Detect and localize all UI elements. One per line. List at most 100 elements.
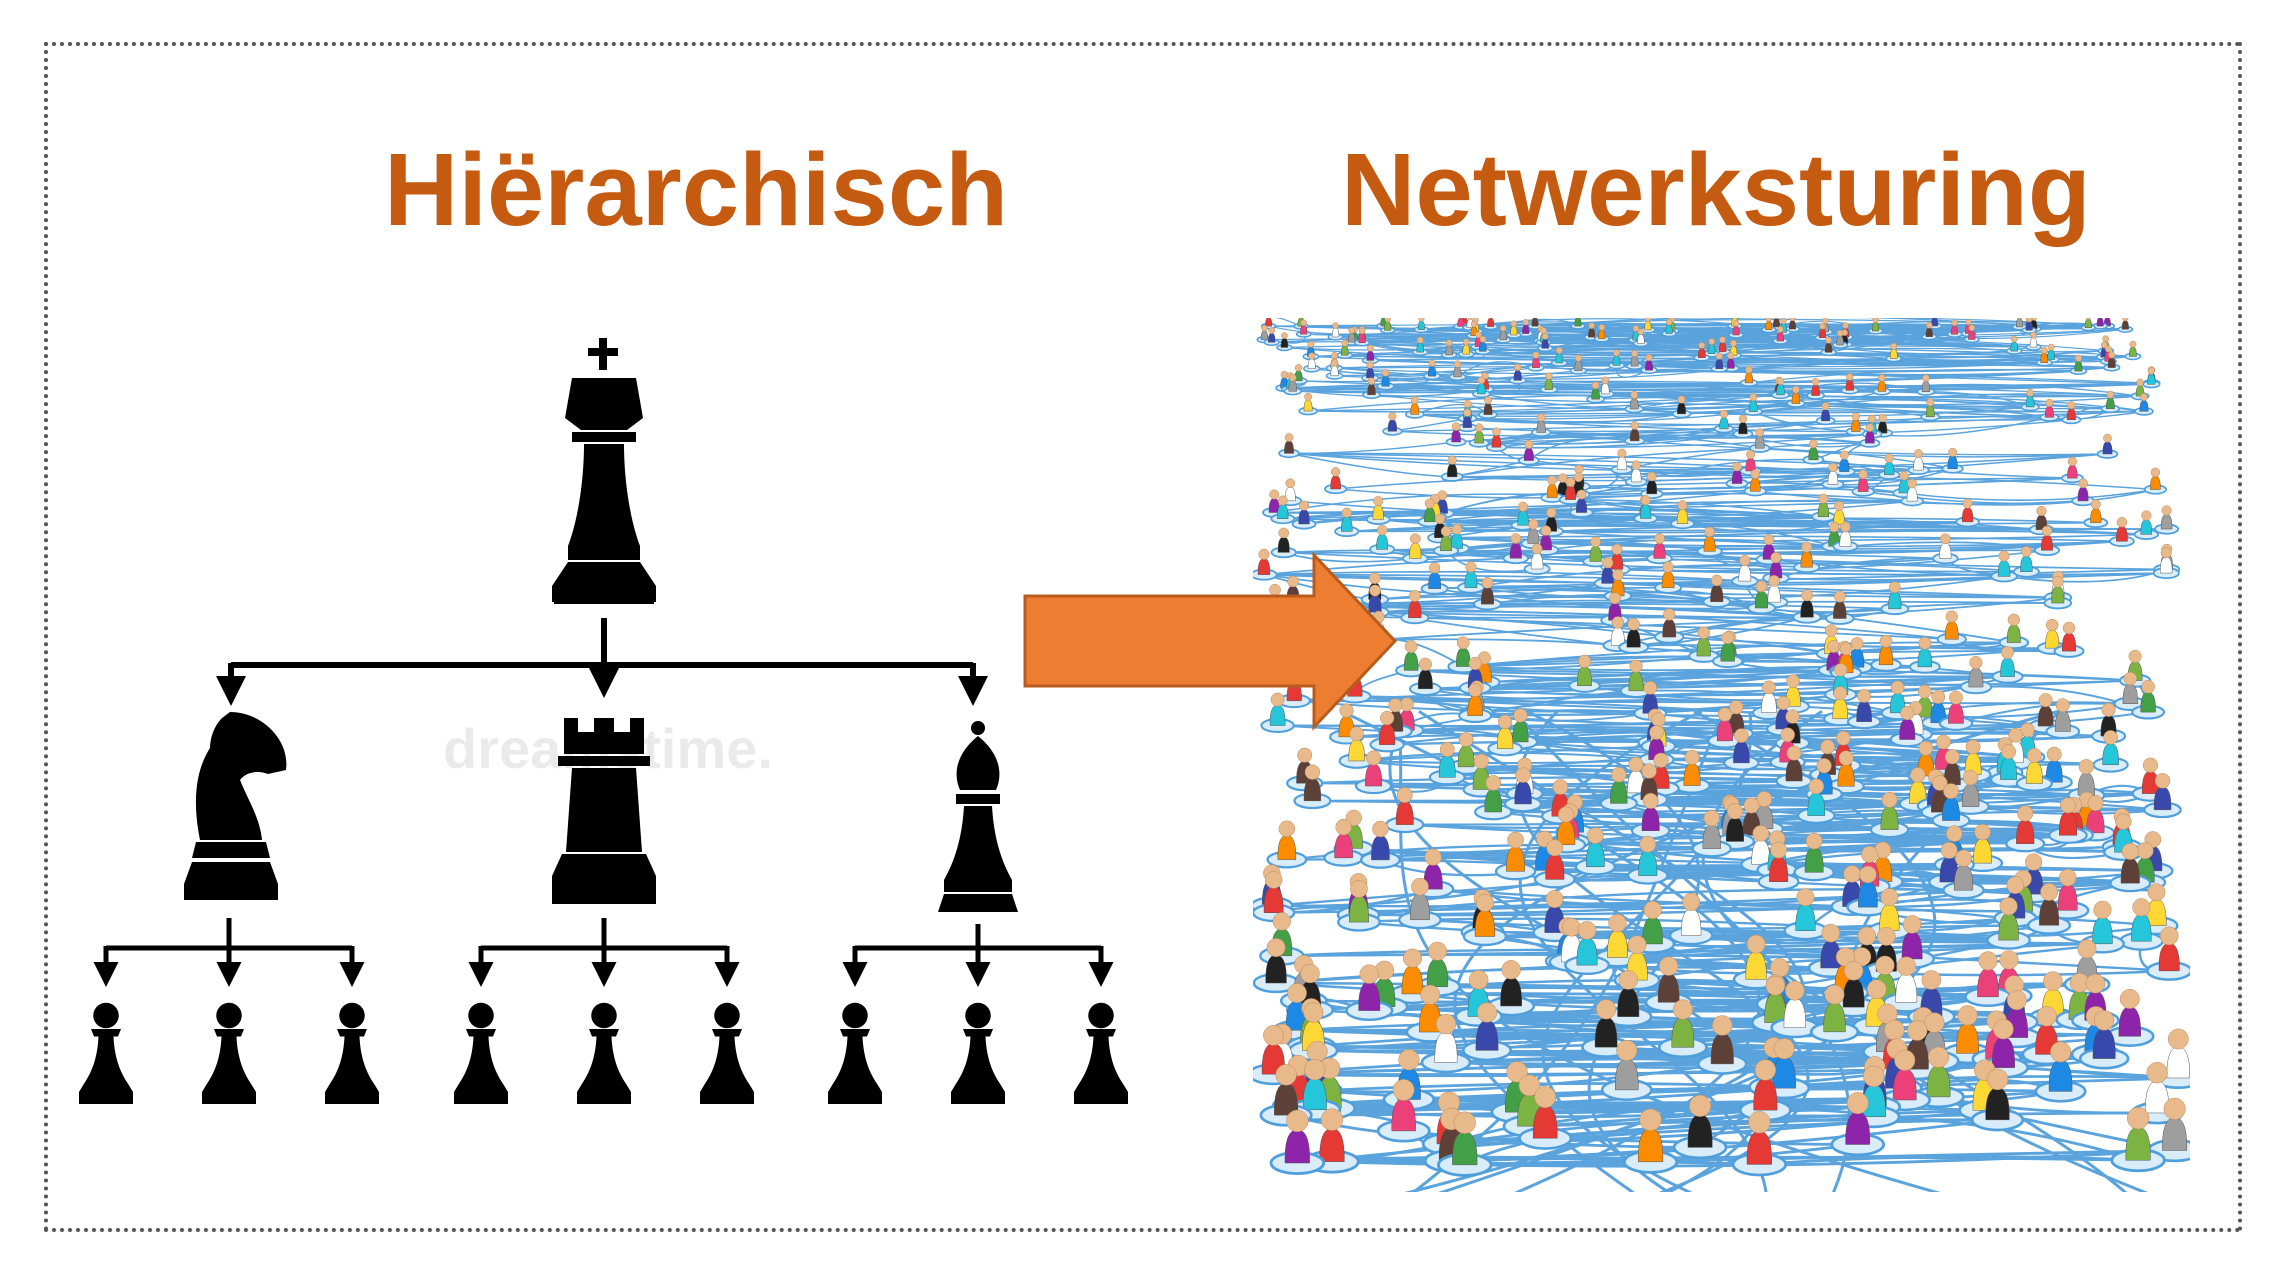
chess-hierarchy-diagram: dreamstime. <box>79 338 1128 1104</box>
network-person <box>1337 880 1381 932</box>
network-person <box>2105 988 2155 1047</box>
network-person <box>1644 956 1693 1013</box>
network-person <box>1604 970 1653 1028</box>
network-person <box>1920 398 1941 422</box>
network-person <box>2078 1010 2130 1070</box>
network-person <box>1276 332 1293 352</box>
network-person <box>1761 318 1777 334</box>
network-person <box>2035 346 2053 367</box>
network-person <box>1283 373 1302 396</box>
network-person <box>1564 921 1610 976</box>
network-person <box>2109 517 2135 547</box>
network-person <box>1440 339 1458 359</box>
network-person <box>1359 820 1401 869</box>
network-person <box>2021 318 2037 334</box>
network-person <box>1517 440 1540 466</box>
network-person <box>1269 1109 1326 1175</box>
network-person <box>1851 469 1875 497</box>
network-person <box>2020 388 2040 412</box>
network-person <box>1840 373 1860 395</box>
network-person <box>1916 374 1936 396</box>
network-person <box>1478 396 1498 420</box>
network-person <box>1338 726 1375 769</box>
network-person <box>1691 810 1732 858</box>
network-person <box>1409 657 1442 696</box>
network-person <box>2027 883 2072 935</box>
network-person <box>1711 631 1744 669</box>
network-person <box>1938 690 1974 731</box>
network-person <box>1830 1092 1885 1157</box>
network-person <box>1303 352 1321 373</box>
network-person <box>1626 349 1644 370</box>
network-person <box>1832 521 1859 553</box>
network-person <box>1428 742 1466 786</box>
network-person <box>1270 527 1297 559</box>
network-person <box>1743 469 1767 497</box>
network-person <box>1518 1086 1573 1150</box>
right-arrow-icon <box>1023 552 1398 731</box>
network-person <box>1990 550 2018 583</box>
network-person <box>1594 913 1641 968</box>
network-person <box>1266 820 1308 869</box>
people-network-image <box>1253 318 2190 1192</box>
network-person <box>1792 589 1822 624</box>
network-person <box>1495 325 1512 344</box>
network-person <box>1334 507 1360 537</box>
network-person <box>1786 385 1806 408</box>
network-person <box>1815 402 1836 426</box>
network-person <box>1376 1079 1431 1143</box>
network-person <box>1581 999 1632 1058</box>
network-person <box>1696 1015 1748 1075</box>
network-person <box>2117 318 2134 333</box>
network-person <box>1990 744 2028 788</box>
network-person <box>1624 460 1648 488</box>
pawn-piece <box>79 1002 133 1104</box>
network-person <box>1400 589 1430 625</box>
network-person <box>2083 499 2109 529</box>
network-person <box>1802 439 1825 465</box>
network-person <box>1640 318 1656 334</box>
network-person <box>2142 367 2161 389</box>
network-person <box>2025 331 2042 351</box>
network-person <box>1523 543 1551 575</box>
network-person <box>1661 318 1677 338</box>
network-person <box>1369 524 1396 556</box>
network-person <box>1707 707 1743 749</box>
network-person <box>1433 526 1460 557</box>
network-person <box>1293 764 1332 810</box>
dotted-slide-border <box>44 42 2242 1232</box>
network-person <box>1253 871 1296 923</box>
network-person <box>1278 433 1300 459</box>
network-person <box>1932 533 1959 565</box>
network-person <box>1892 470 1916 499</box>
watermark-text: dreamstime. <box>443 717 773 780</box>
network-person <box>1889 706 1925 748</box>
pawn-piece <box>828 1002 882 1104</box>
network-person <box>1671 395 1692 419</box>
network-person <box>2061 401 2082 425</box>
network-person <box>2152 1028 2190 1090</box>
network-person <box>1909 636 1941 674</box>
network-person <box>1749 428 1771 453</box>
pawn-piece <box>454 1002 508 1104</box>
network-person <box>1731 554 1759 588</box>
network-person <box>1568 654 1601 693</box>
network-person <box>2043 575 2073 610</box>
network-person <box>1607 349 1626 370</box>
network-person <box>1825 590 1855 625</box>
network-person <box>1527 351 1545 372</box>
network-person <box>1502 533 1530 565</box>
pawn-piece <box>700 1002 754 1104</box>
network-person <box>1461 1002 1513 1062</box>
network-person <box>1462 893 1508 947</box>
network-person <box>2133 510 2159 540</box>
network-person <box>1385 787 1425 834</box>
network-person <box>2080 900 2125 954</box>
network-person <box>1622 1108 1679 1174</box>
network-person <box>1260 318 1277 330</box>
network-person <box>1728 320 1744 339</box>
network-person <box>1569 354 1588 375</box>
network-person <box>1732 414 1754 439</box>
network-person <box>1345 964 1394 1021</box>
network-person <box>1869 791 1910 839</box>
